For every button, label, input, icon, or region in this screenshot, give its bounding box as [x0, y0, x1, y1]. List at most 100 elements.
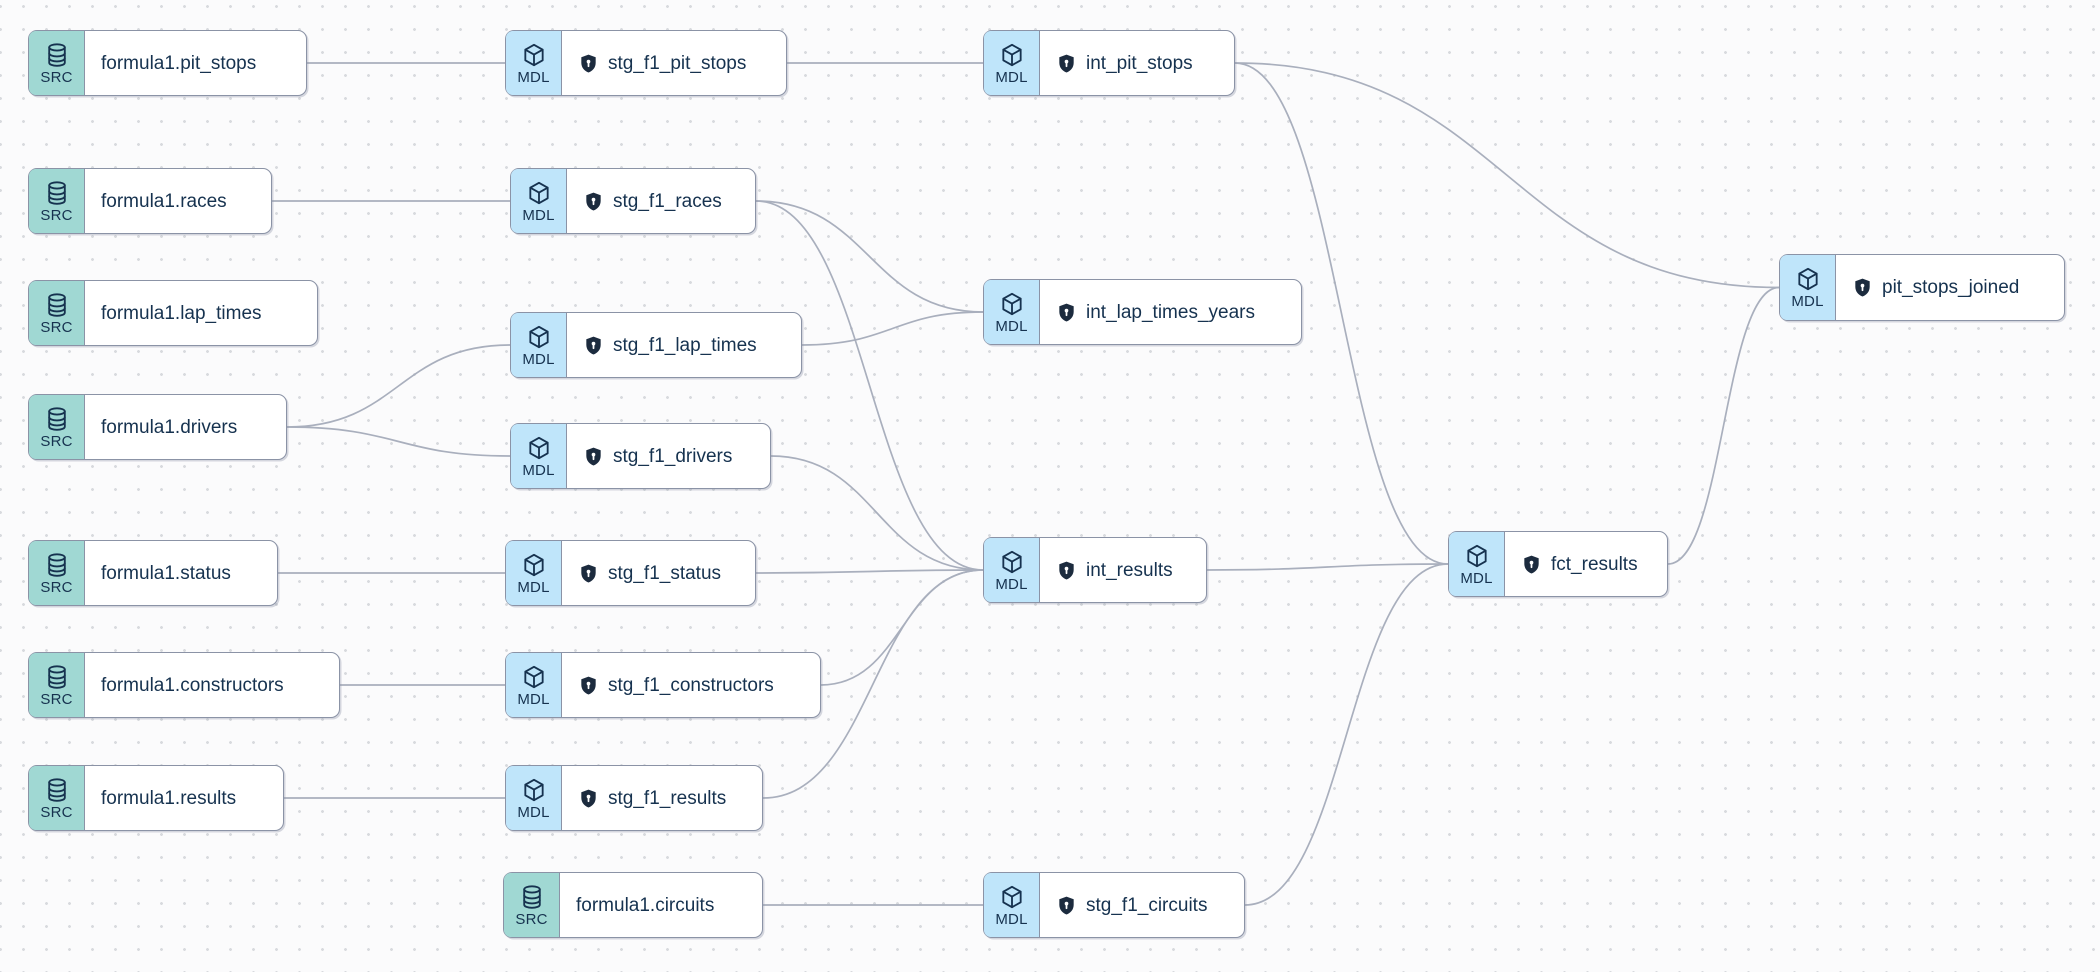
node-label: pit_stops_joined	[1882, 277, 2020, 298]
mdl-badge: MDL	[506, 31, 562, 95]
edge-stg_f1_drivers-to-int_results	[770, 455, 984, 571]
node-label: stg_f1_circuits	[1086, 894, 1208, 916]
database-icon	[47, 42, 66, 67]
node-body: formula1.results	[85, 766, 283, 830]
mdl-badge: MDL	[984, 31, 1040, 95]
node-int_pit_stops[interactable]: MDL int_pit_stops	[983, 30, 1235, 96]
edge-int_pit_stops-to-pit_stops_joined	[1234, 62, 1780, 289]
src-badge: SRC	[29, 395, 85, 459]
node-label: formula1.results	[101, 787, 237, 809]
shield-icon	[1059, 896, 1074, 915]
mdl-badge: MDL	[506, 541, 562, 605]
badge-label: SRC	[40, 803, 73, 821]
node-body: int_results	[1040, 538, 1206, 602]
node-body: stg_f1_constructors	[562, 653, 820, 717]
cube-icon	[523, 43, 544, 66]
mdl-badge: MDL	[511, 424, 567, 488]
node-int_lap_times_years[interactable]: MDL int_lap_times_years	[983, 279, 1302, 345]
edge-stg_f1_status-to-int_results	[755, 569, 984, 574]
badge-label: SRC	[40, 578, 73, 596]
cube-icon	[528, 325, 549, 348]
node-label: int_lap_times_years	[1086, 301, 1255, 323]
database-icon	[47, 552, 66, 577]
badge-label: SRC	[40, 68, 73, 86]
mdl-badge: MDL	[1449, 532, 1505, 596]
edge-formula1.drivers-to-stg_f1_drivers	[286, 426, 511, 457]
node-body: formula1.status	[85, 541, 277, 605]
shield-icon	[586, 336, 601, 355]
badge-label: MDL	[995, 68, 1028, 86]
node-body: formula1.lap_times	[85, 281, 317, 345]
shield-icon	[586, 192, 601, 211]
node-formula1.circuits[interactable]: SRC formula1.circuits	[503, 872, 763, 938]
node-body: formula1.constructors	[85, 653, 339, 717]
edge-stg_f1_circuits-to-fct_results	[1244, 563, 1449, 906]
shield-icon	[581, 564, 596, 583]
node-formula1.drivers[interactable]: SRC formula1.drivers	[28, 394, 287, 460]
database-icon	[47, 777, 66, 802]
shield-icon	[1855, 278, 1870, 297]
node-formula1.constructors[interactable]: SRC formula1.constructors	[28, 652, 340, 718]
src-badge: SRC	[29, 169, 85, 233]
shield-icon	[581, 789, 596, 808]
node-formula1.status[interactable]: SRC formula1.status	[28, 540, 278, 606]
shield-icon	[1524, 555, 1539, 574]
node-body: stg_f1_lap_times	[567, 313, 801, 377]
edge-stg_f1_lap_times-to-int_lap_times_years	[801, 311, 984, 346]
node-stg_f1_status[interactable]: MDL stg_f1_status	[505, 540, 756, 606]
src-badge: SRC	[504, 873, 560, 937]
badge-label: MDL	[517, 578, 550, 596]
node-formula1.pit_stops[interactable]: SRC formula1.pit_stops	[28, 30, 307, 96]
node-body: stg_f1_drivers	[567, 424, 770, 488]
node-label: int_pit_stops	[1086, 52, 1193, 74]
node-body: stg_f1_circuits	[1040, 873, 1244, 937]
node-pit_stops_joined[interactable]: MDL pit_stops_joined	[1779, 254, 2065, 321]
node-body: formula1.drivers	[85, 395, 286, 459]
node-int_results[interactable]: MDL int_results	[983, 537, 1207, 603]
badge-label: MDL	[522, 350, 555, 368]
cube-icon	[1797, 267, 1818, 291]
node-label: formula1.circuits	[576, 894, 715, 916]
node-label: formula1.constructors	[101, 674, 284, 696]
node-stg_f1_drivers[interactable]: MDL stg_f1_drivers	[510, 423, 771, 489]
node-label: stg_f1_drivers	[613, 445, 733, 467]
cube-icon	[523, 778, 544, 801]
node-label: int_results	[1086, 559, 1173, 581]
edge-stg_f1_races-to-int_results	[755, 200, 984, 571]
mdl-badge: MDL	[506, 653, 562, 717]
node-label: stg_f1_lap_times	[613, 334, 757, 356]
node-label: stg_f1_constructors	[608, 674, 774, 696]
shield-icon	[1059, 303, 1074, 322]
node-stg_f1_constructors[interactable]: MDL stg_f1_constructors	[505, 652, 821, 718]
src-badge: SRC	[29, 281, 85, 345]
node-body: formula1.circuits	[560, 873, 762, 937]
edge-fct_results-to-pit_stops_joined	[1667, 286, 1780, 565]
cube-icon	[528, 436, 549, 459]
mdl-badge: MDL	[984, 538, 1040, 602]
node-label: stg_f1_status	[608, 562, 722, 584]
edge-int_results-to-fct_results	[1206, 563, 1449, 571]
cube-icon	[523, 665, 544, 688]
node-stg_f1_lap_times[interactable]: MDL stg_f1_lap_times	[510, 312, 802, 378]
node-stg_f1_races[interactable]: MDL stg_f1_races	[510, 168, 756, 234]
node-label: formula1.pit_stops	[101, 52, 257, 74]
node-body: stg_f1_races	[567, 169, 755, 233]
src-badge: SRC	[29, 653, 85, 717]
badge-label: MDL	[522, 206, 555, 224]
node-label: formula1.drivers	[101, 416, 238, 438]
node-formula1.results[interactable]: SRC formula1.results	[28, 765, 284, 831]
mdl-badge: MDL	[1780, 255, 1836, 320]
database-icon	[47, 406, 66, 431]
node-body: formula1.races	[85, 169, 271, 233]
cube-icon	[1001, 550, 1022, 573]
badge-label: MDL	[995, 575, 1028, 593]
badge-label: MDL	[995, 317, 1028, 335]
